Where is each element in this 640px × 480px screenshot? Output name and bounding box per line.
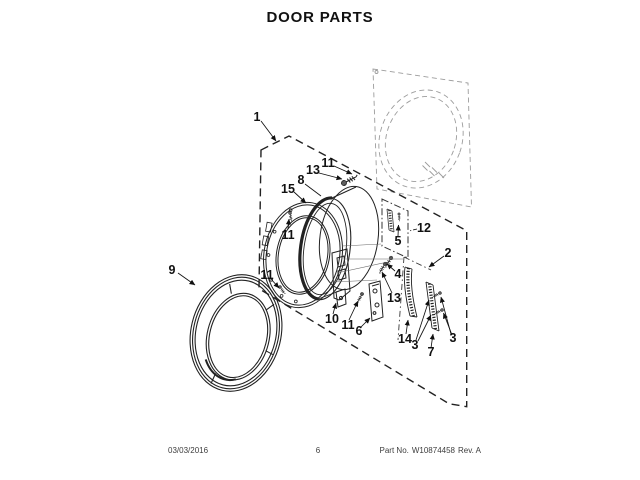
door-window	[298, 185, 380, 301]
door-assembly-boundary	[258, 135, 468, 408]
callout-11-upper-left-label: 11	[281, 228, 294, 242]
callout-4-label: 4	[395, 267, 402, 281]
leader-7	[429, 333, 435, 349]
page-title: DOOR PARTS	[266, 9, 374, 26]
screw-top	[340, 173, 360, 187]
callout-11-hinge-label: 11	[341, 318, 354, 332]
callout-14-label: 14	[398, 332, 412, 346]
leader-11-top	[333, 165, 353, 175]
leader-5	[395, 224, 401, 237]
leader-3-right-b	[443, 312, 453, 336]
door-outer-ring	[189, 274, 283, 392]
latch-area-boundary	[397, 256, 432, 341]
alignment-lines	[332, 243, 403, 283]
callout-12-label: 12	[417, 221, 431, 235]
callout-3-left-label: 3	[412, 338, 419, 352]
callout-11-top-label: 11	[321, 156, 334, 170]
panel-edge-cutouts	[260, 221, 273, 261]
screw-5	[397, 212, 401, 222]
callout-3-right-label: 3	[450, 331, 457, 345]
door-hinge	[331, 248, 351, 308]
callout-10-label: 10	[325, 312, 339, 326]
leader-2	[428, 255, 445, 268]
screw-3-lower	[433, 307, 445, 316]
leader-11-lower-left	[270, 278, 280, 289]
leader-4	[386, 263, 396, 272]
callout-13-top-label: 13	[306, 163, 320, 177]
callout-5-label: 5	[395, 234, 402, 248]
leader-11-upper-left	[285, 218, 292, 230]
footer-part-number: W10874458	[411, 446, 456, 455]
leader-15	[293, 191, 307, 204]
screw-3-upper	[431, 290, 443, 299]
hinge-bracket	[368, 280, 384, 322]
leader-14	[404, 319, 410, 335]
leader-11-hinge	[348, 300, 359, 321]
leader-3-left-a	[415, 299, 430, 341]
panel-surface-ticks	[422, 161, 445, 179]
leader-3-left-b	[417, 314, 432, 342]
strike-strip-7	[425, 281, 440, 332]
leader-1	[260, 120, 277, 142]
screw-lower-left	[277, 284, 287, 296]
callout-7-label: 7	[428, 345, 435, 359]
leader-8	[304, 183, 322, 197]
leader-10	[332, 302, 338, 315]
callout-8-label: 8	[298, 173, 305, 187]
latch-panel	[381, 198, 409, 259]
callout-11-lower-left-label: 11	[260, 268, 273, 282]
leader-13-top	[318, 172, 343, 181]
callout-1-label: 1	[254, 110, 261, 124]
leader-6	[360, 317, 371, 328]
phantom-front-panel	[372, 68, 472, 208]
callout-15-label: 15	[281, 182, 295, 196]
callout-2-label: 2	[445, 246, 452, 260]
footer-part-label: Part No.	[379, 446, 409, 455]
leader-9	[177, 272, 196, 286]
callout-9-label: 9	[169, 263, 176, 277]
latch-strip-5	[386, 208, 395, 233]
leader-lines	[177, 120, 453, 349]
footer-date: 03/03/2016	[168, 446, 209, 455]
leader-12	[408, 228, 418, 232]
callout-labels: 1 13 11 8 15 11 11 9 12 5 2 4 13 10 11 6…	[169, 110, 457, 359]
leader-13-mid	[381, 271, 393, 294]
footer-revision: Rev. A	[458, 446, 481, 455]
footer-page-number: 6	[315, 446, 321, 455]
callout-13-mid-label: 13	[387, 291, 401, 305]
callout-6-label: 6	[356, 324, 363, 338]
door-inner-panel	[260, 201, 343, 309]
catch-strip-14	[403, 266, 418, 318]
